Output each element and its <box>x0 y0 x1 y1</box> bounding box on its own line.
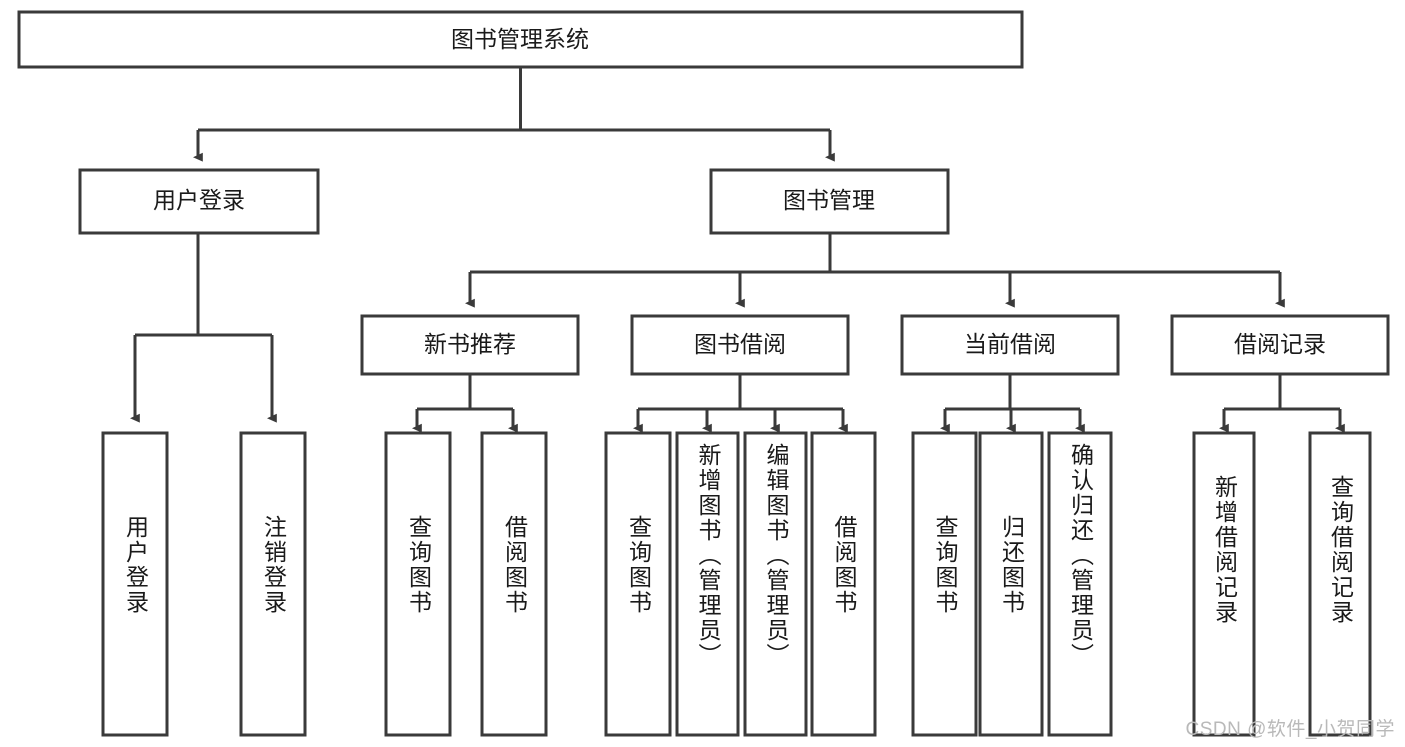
leaf-box[interactable] <box>675 431 740 737</box>
connectors-book-management <box>465 233 1285 308</box>
connectors-user-login <box>130 233 277 423</box>
leaf-boxes-new-book-recommend <box>384 431 548 737</box>
connectors-book-borrow <box>633 374 848 433</box>
leaf-box[interactable] <box>911 431 978 737</box>
node-root-label: 图书管理系统 <box>451 26 589 52</box>
leaf-box[interactable] <box>743 431 808 737</box>
node-new-book-recommend[interactable]: 新书推荐 <box>360 314 580 376</box>
leaf-box[interactable] <box>1192 431 1256 737</box>
leaf-box[interactable] <box>810 431 877 737</box>
node-borrow-records[interactable]: 借阅记录 <box>1170 314 1390 376</box>
leaf-boxes-current-borrow <box>911 431 1113 737</box>
node-borrow-records-label: 借阅记录 <box>1234 331 1326 357</box>
leaf-box[interactable] <box>480 431 548 737</box>
leaf-boxes-borrow-records <box>1192 431 1372 737</box>
node-current-borrow-label: 当前借阅 <box>964 331 1056 357</box>
leaf-box[interactable] <box>1308 431 1372 737</box>
leaf-box[interactable] <box>384 431 452 737</box>
connectors-new-book <box>412 374 518 433</box>
leaf-box[interactable] <box>1047 431 1113 737</box>
connectors-borrow-records <box>1219 374 1345 433</box>
node-user-login[interactable]: 用户登录 <box>78 168 320 235</box>
node-new-book-recommend-label: 新书推荐 <box>424 331 516 357</box>
node-book-management[interactable]: 图书管理 <box>709 168 950 235</box>
connectors-current-borrow <box>940 374 1085 433</box>
node-current-borrow[interactable]: 当前借阅 <box>900 314 1120 376</box>
node-user-login-label: 用户登录 <box>153 187 245 213</box>
node-root[interactable]: 图书管理系统 <box>17 10 1024 69</box>
watermark: CSDN @软件_小贺同学 <box>1185 719 1395 740</box>
node-book-management-label: 图书管理 <box>783 187 875 213</box>
leaf-box[interactable] <box>978 431 1044 737</box>
node-book-borrow-label: 图书借阅 <box>694 331 786 357</box>
leaf-boxes-book-borrow <box>604 431 877 737</box>
leaf-box[interactable] <box>604 431 672 737</box>
connectors-root <box>193 67 835 162</box>
leaf-boxes-user-login <box>101 431 307 737</box>
node-book-borrow[interactable]: 图书借阅 <box>630 314 850 376</box>
leaf-box[interactable] <box>239 431 307 737</box>
leaf-box[interactable] <box>101 431 169 737</box>
